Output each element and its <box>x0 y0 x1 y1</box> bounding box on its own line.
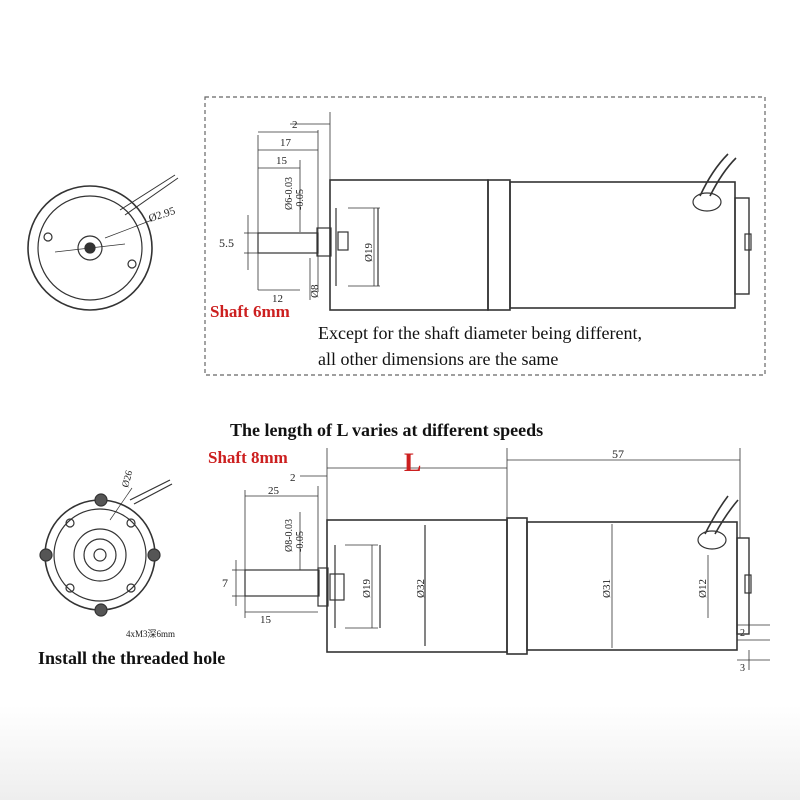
dim-bot-19: Ø19 <box>361 579 373 598</box>
dim-bot-tol: Ø8-0.03-0.05 <box>284 519 306 552</box>
dim-top-tol: Ø6-0.03-0.05 <box>284 177 306 210</box>
shaft-6mm-label: Shaft 6mm <box>210 302 290 321</box>
dim-bot-2b: 2 <box>740 628 745 639</box>
dim-bot-2: 2 <box>290 472 296 484</box>
dim-top-15: 15 <box>276 155 288 167</box>
dimensions-8mm <box>232 448 770 670</box>
length-L-label: L <box>404 448 422 477</box>
dim-bot-holes: 4xM3深6mm <box>126 629 175 639</box>
dim-bot-31: Ø31 <box>601 579 613 598</box>
bottom-shadow <box>0 705 800 800</box>
dim-bot-3: 3 <box>740 663 745 674</box>
dim-top-face: Ø2.95 <box>147 205 177 225</box>
front-view-6mm <box>27 174 179 311</box>
shaft-8mm-label: Shaft 8mm <box>208 448 288 467</box>
note-line-1: Except for the shaft diameter being diff… <box>318 323 643 343</box>
dim-bot-7: 7 <box>222 576 228 590</box>
dim-bot-32: Ø32 <box>415 579 427 598</box>
dim-top-2: 2 <box>292 119 298 131</box>
dim-bot-face: Ø26 <box>120 469 135 488</box>
dim-top-8: Ø8 <box>309 284 321 298</box>
dim-top-12: 12 <box>272 293 283 305</box>
dim-bot-12: Ø12 <box>697 579 709 598</box>
dim-bot-57: 57 <box>612 447 624 461</box>
note-line-2: all other dimensions are the same <box>318 349 559 369</box>
dim-top-19: Ø19 <box>363 243 375 262</box>
dim-top-17: 17 <box>280 137 292 149</box>
dim-bot-15: 15 <box>260 614 272 626</box>
dashed-frame <box>204 96 766 376</box>
front-view-8mm <box>39 479 173 617</box>
side-view-6mm <box>257 153 752 311</box>
threaded-hole-label: Install the threaded hole <box>38 648 226 668</box>
headline-L: The length of L varies at different spee… <box>230 420 544 440</box>
side-view-8mm <box>244 495 752 655</box>
dim-bot-25: 25 <box>268 485 280 497</box>
dim-top-5.5: 5.5 <box>219 236 234 250</box>
dimensions-6mm <box>244 112 380 300</box>
